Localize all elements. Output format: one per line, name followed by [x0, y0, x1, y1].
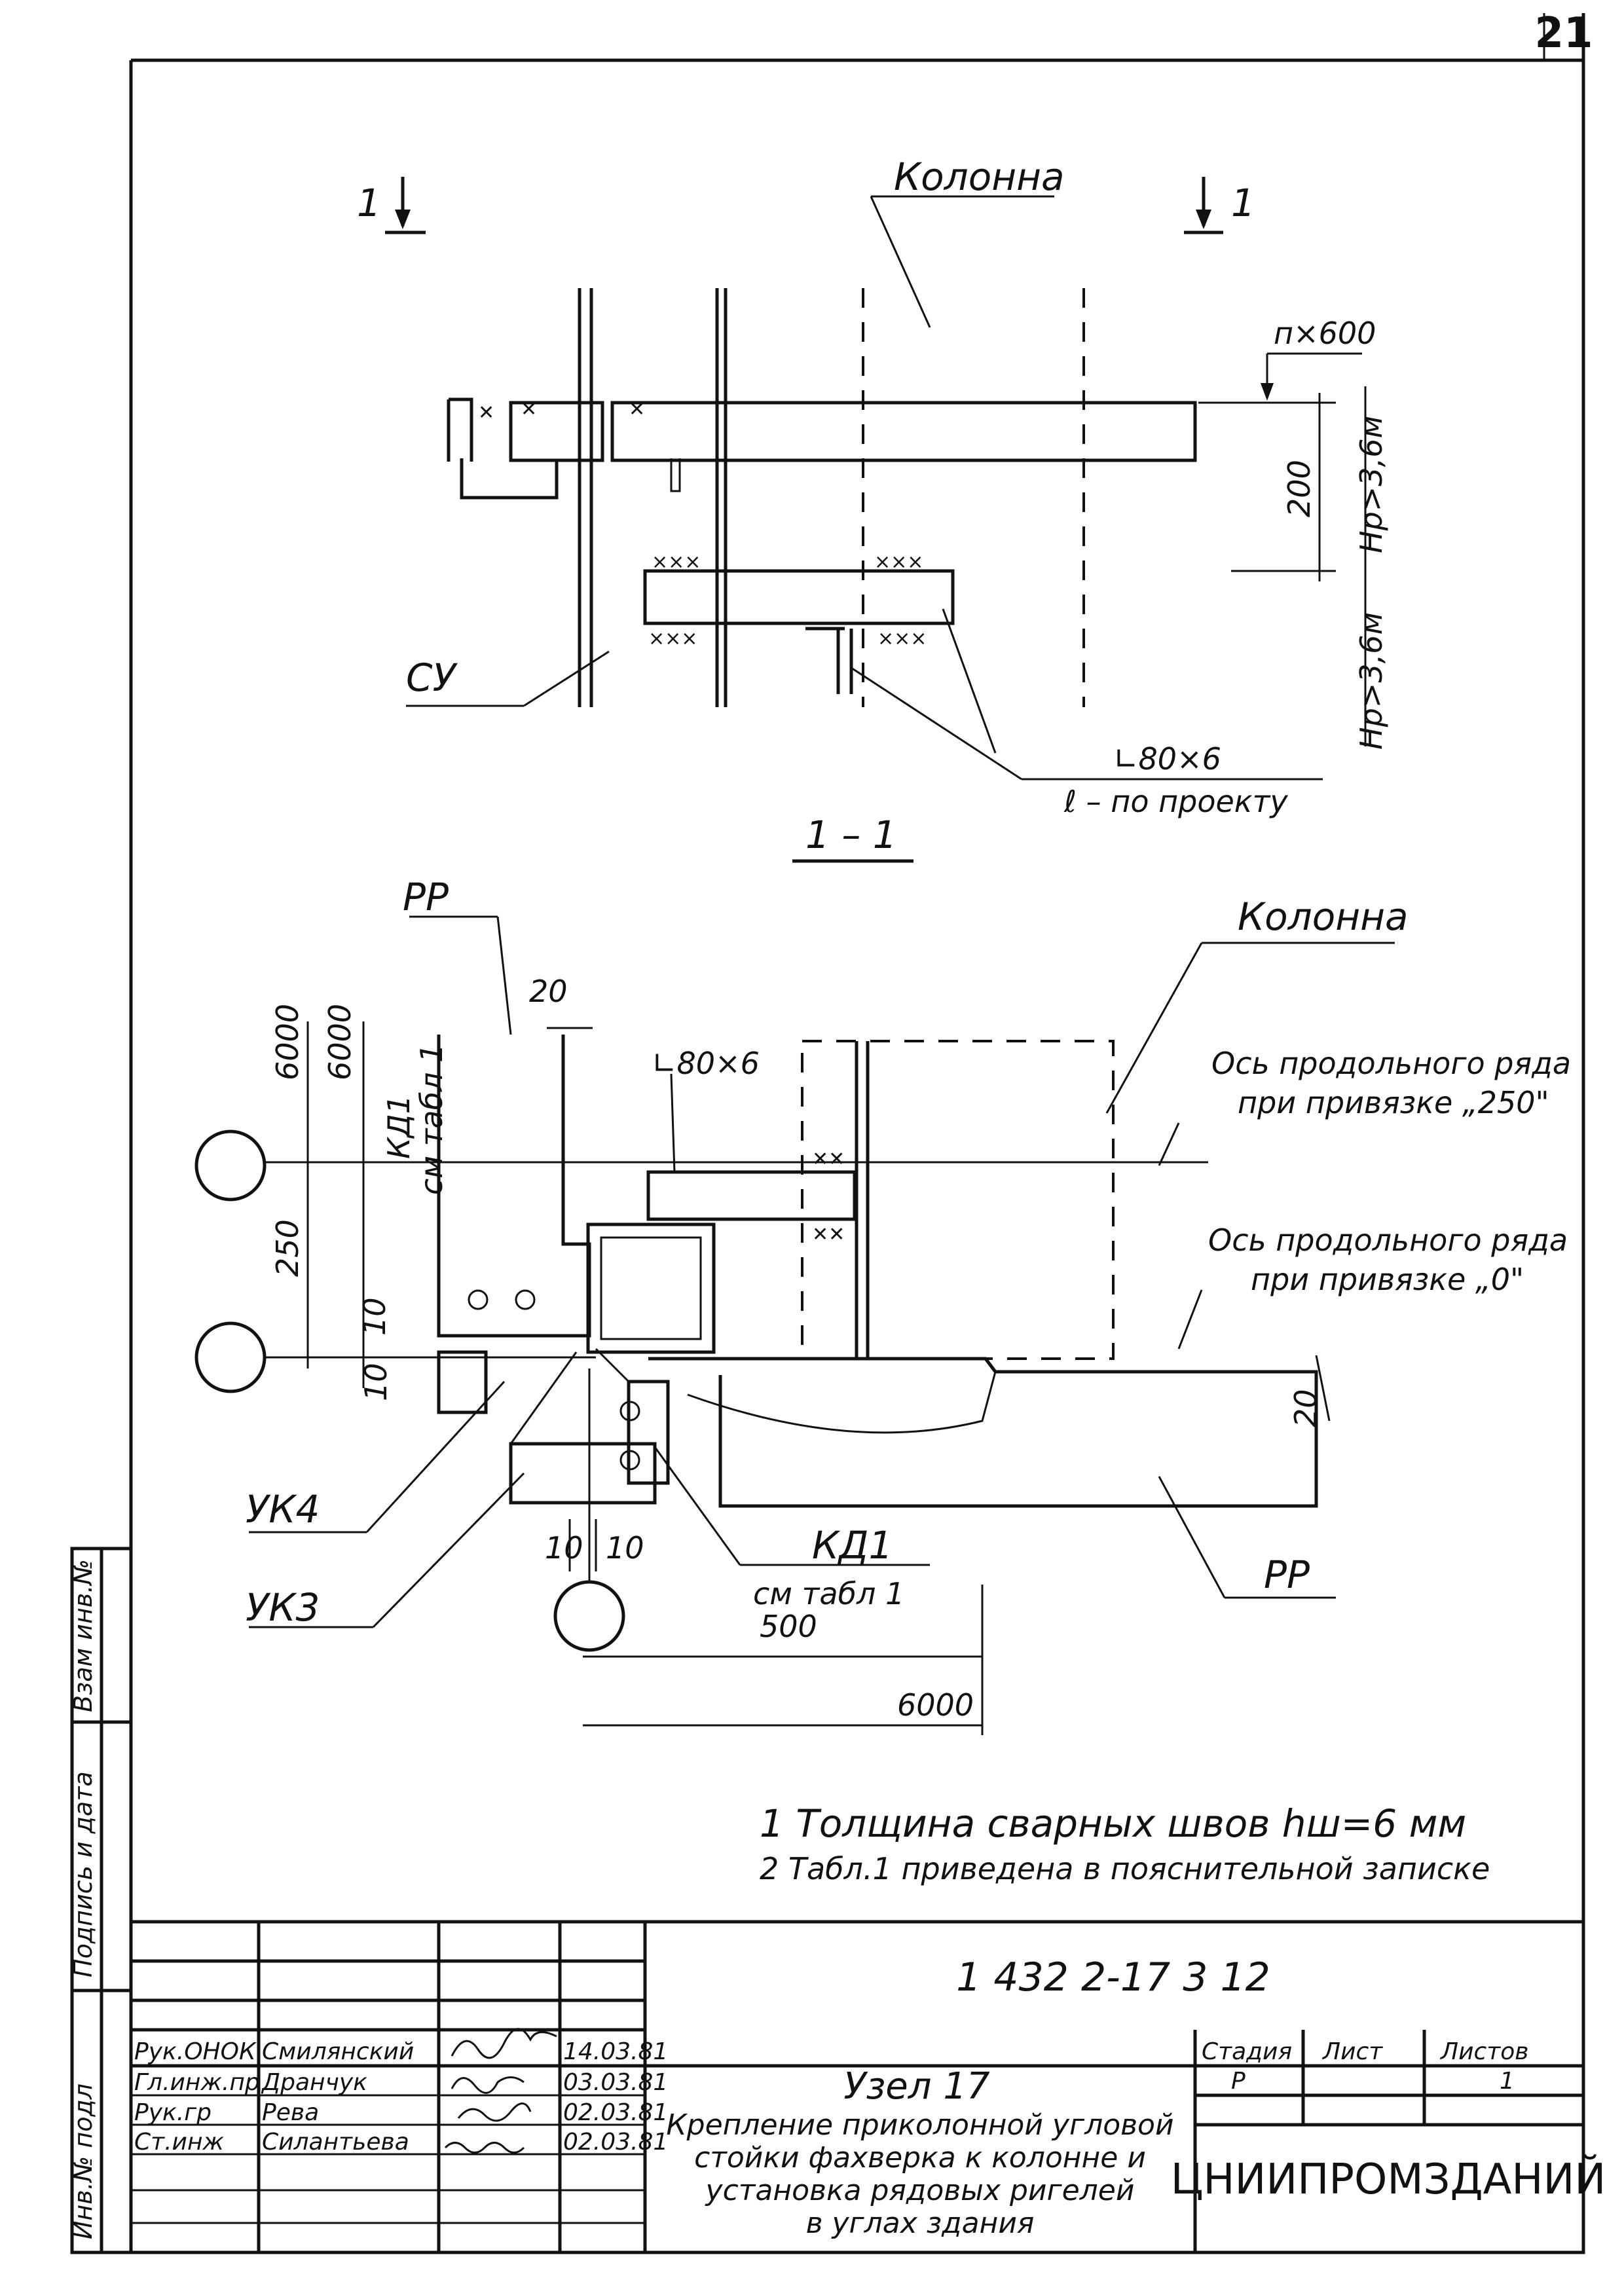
- axis-0-line2: при привязке „0": [1251, 1262, 1524, 1297]
- section-arrow-right: [1196, 210, 1211, 229]
- section-top: ✕ ✕ ✕ ××× ××× ××× ××× Колонна 1 1 п×600 …: [357, 155, 1389, 863]
- title-line5: в углах здания: [806, 2207, 1035, 2240]
- axis-250-line2: при привязке „250": [1238, 1085, 1549, 1120]
- title-line4: установка рядовых ригелей: [705, 2174, 1135, 2207]
- signature-4: [444, 2142, 525, 2154]
- weld-mark-3: ×××: [648, 627, 697, 650]
- kd1-label: КД1: [812, 1523, 893, 1568]
- dim-20-top: 20: [529, 974, 568, 1009]
- row2-role: Гл.инж.пр: [134, 2069, 260, 2096]
- sheets-header: Листов: [1439, 2038, 1528, 2065]
- section-arrow-left: [395, 210, 411, 229]
- sheet-header: Лист: [1321, 2038, 1383, 2065]
- see-table-vertical: см табл 1: [414, 1044, 449, 1195]
- axis-bubble-3: [553, 1580, 625, 1652]
- axis-bubble-2: [194, 1321, 267, 1393]
- notes: 1 Толщина сварных швов hш=6 мм 2 Табл.1 …: [760, 1801, 1490, 1886]
- plan-view: ✕✕ ✕✕: [194, 875, 1571, 1735]
- section-marker-left: 1: [357, 181, 381, 225]
- uk3-label: УК3: [246, 1585, 320, 1630]
- side-stamp: Инв.№ подл Подпись и дата Взам инв.№: [69, 1547, 133, 2254]
- sheet-corner-number: 21: [1534, 9, 1593, 58]
- title-line2: Крепление приколонной угловой: [666, 2108, 1173, 2142]
- bolt-mark-1: ✕: [478, 401, 494, 424]
- side-stamp-col1: Инв.№ подл: [69, 2083, 98, 2239]
- dim-6000-a: 6000: [270, 1004, 305, 1080]
- row4-date: 02.03.81: [563, 2129, 668, 2156]
- bolt-mark-3: ✕: [629, 398, 645, 421]
- bolt-mark-2: ✕: [521, 398, 537, 421]
- dim-200: 200: [1282, 460, 1317, 517]
- cy-label: СУ: [406, 655, 458, 700]
- dim-10-a: 10: [357, 1297, 392, 1336]
- row2-name: Дранчук: [261, 2069, 367, 2096]
- row1-role: Рук.ОНОК: [134, 2038, 257, 2065]
- row4-name: Силантьева: [262, 2129, 409, 2156]
- doc-code: 1 432 2-17 3 12: [956, 1955, 1270, 2000]
- hp-lower: Нр>3,6м: [1354, 612, 1389, 750]
- axis-0-line1: Ось продольного ряда: [1208, 1222, 1568, 1258]
- section-marker-right: 1: [1231, 181, 1255, 225]
- axis-250-line1: Ось продольного ряда: [1211, 1046, 1571, 1081]
- column-label-plan: Колонна: [1238, 894, 1409, 939]
- note-2: 2 Табл.1 приведена в пояснительной запис…: [760, 1851, 1490, 1886]
- section-title: 1 – 1: [805, 813, 897, 857]
- row3-date: 02.03.81: [563, 2099, 668, 2126]
- dim-20-right: 20: [1288, 1389, 1323, 1427]
- dim-10-b: 10: [358, 1363, 394, 1401]
- stage-value: Р: [1231, 2068, 1246, 2095]
- svg-text:✕✕: ✕✕: [812, 1148, 845, 1171]
- length-label: ℓ – по проекту: [1063, 784, 1288, 819]
- title-line3: стойки фахверка к колонне и: [694, 2141, 1146, 2175]
- sheets-value: 1: [1500, 2068, 1515, 2095]
- dim-250: 250: [270, 1219, 305, 1277]
- axis-bubble-1: [194, 1129, 267, 1202]
- dim-10-d: 10: [606, 1530, 644, 1566]
- weld-mark-2: ×××: [874, 551, 923, 574]
- dim-500: 500: [760, 1609, 817, 1644]
- row1-date: 14.03.81: [563, 2038, 668, 2065]
- see-table-label: см табл 1: [753, 1576, 904, 1611]
- note-1: 1 Толщина сварных швов hш=6 мм: [760, 1801, 1466, 1846]
- row3-role: Рук.гр: [134, 2099, 212, 2126]
- row2-date: 03.03.81: [563, 2069, 668, 2096]
- side-stamp-col2: Подпись и дата: [69, 1771, 98, 1977]
- row3-name: Рева: [262, 2099, 319, 2126]
- pp-top-label: РР: [403, 875, 449, 919]
- angle-label-plan: ∟80×6: [652, 1046, 760, 1081]
- dim-top-n600: п×600: [1274, 316, 1376, 351]
- side-stamp-col3: Взам инв.№: [69, 1559, 98, 1712]
- signature-1: [451, 2028, 557, 2059]
- dim-6000-bottom: 6000: [897, 1687, 974, 1723]
- dim-6000-b: 6000: [322, 1004, 358, 1080]
- kd1-vertical: КД1: [381, 1095, 416, 1159]
- angle-label-top: ∟80×6: [1113, 741, 1221, 777]
- uk4-label: УК4: [246, 1487, 320, 1532]
- column-label-top: Колонна: [894, 155, 1065, 199]
- row4-role: Ст.инж: [134, 2129, 224, 2156]
- hp-upper: Нр>3,6м: [1354, 416, 1389, 553]
- pp-bottom-label: РР: [1264, 1552, 1310, 1597]
- weld-mark-4: ×××: [877, 627, 927, 650]
- row1-name: Смилянский: [262, 2038, 414, 2065]
- weld-mark-1: ×××: [652, 551, 701, 574]
- title-line1: Узел 17: [843, 2065, 990, 2108]
- svg-text:✕✕: ✕✕: [812, 1223, 845, 1246]
- dim-10-c: 10: [545, 1530, 583, 1566]
- title-block: 1 432 2-17 3 12 Рук.ОНОК Смилянский 14.0…: [129, 1920, 1606, 2254]
- organization: ЦНИИПРОМЗДАНИЙ: [1171, 2154, 1606, 2204]
- signature-2: [451, 2076, 525, 2094]
- stage-header: Стадия: [1202, 2038, 1292, 2065]
- signature-3: [457, 2102, 532, 2122]
